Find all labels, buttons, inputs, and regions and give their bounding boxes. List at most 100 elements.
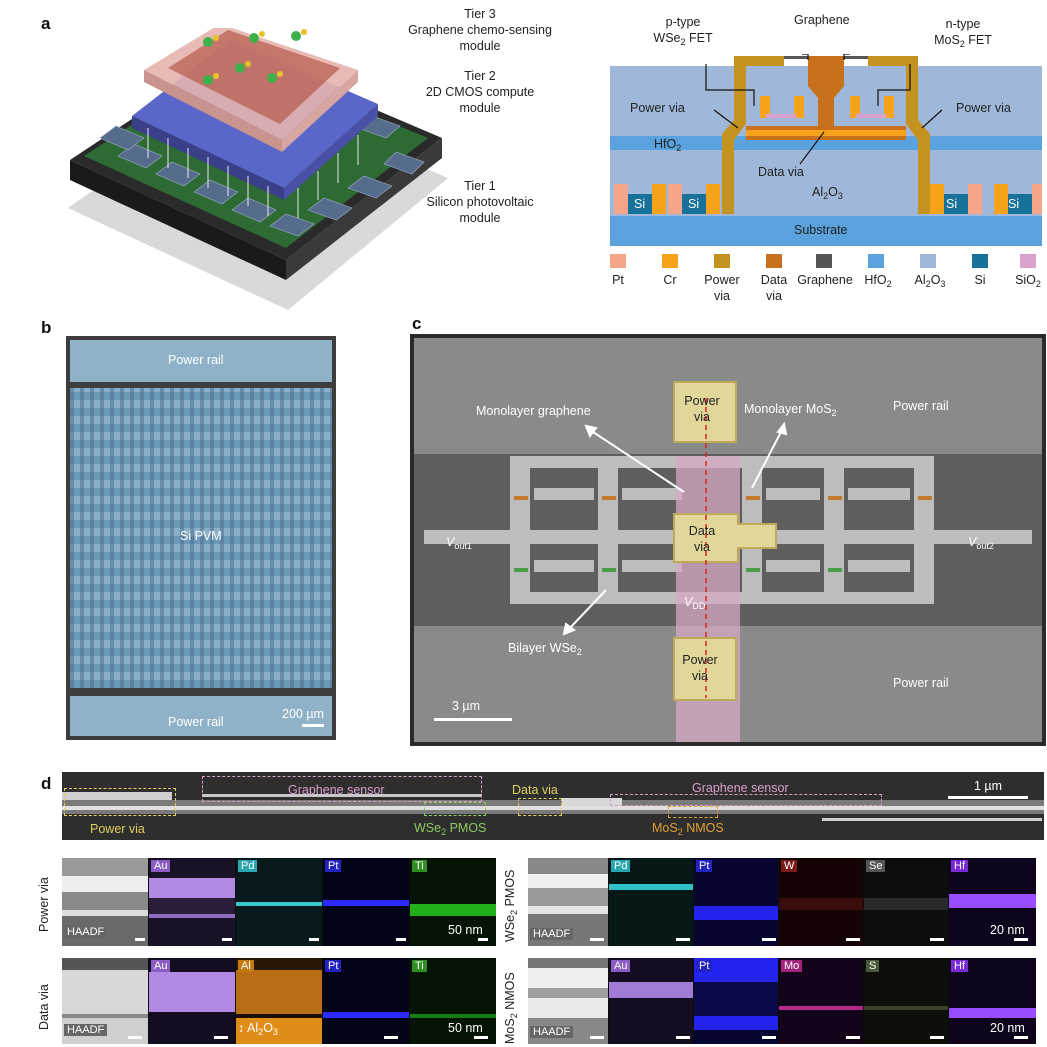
cross-section-stem [62,772,1044,840]
si-label-1: Si [634,197,646,211]
scale-label-f: 20 nm [990,923,1025,937]
data-via-label: Data via [758,165,804,179]
data-via-side-label: Data via [37,984,51,1030]
si-label-2: Si [688,197,700,211]
si-blocks [614,184,1042,214]
scale-bar-f-3 [762,938,776,941]
si-label-4: Si [1008,197,1020,211]
scale-bar-f-5 [930,938,944,941]
wse2-pmos-eds-maps: HAADF Pd Pt W Se Hf [528,858,1036,946]
scale-bar-h-2 [676,1036,690,1039]
monolayer-graphene-label: Monolayer graphene [476,404,591,418]
graphene-sensor-box-2 [610,794,882,806]
graphene-strip-right [844,56,868,59]
al2o3-annotation-g: ↕ Al2O3 [238,1021,278,1037]
wse2-pmos-side-label: WSe2 PMOS [503,869,519,942]
scale-bar-h-1 [590,1036,604,1039]
si-pvm-label: Si PVM [180,529,222,543]
panel-label-a: a [41,14,51,33]
scale-bar-b [302,724,324,727]
scale-label-g: 50 nm [448,1021,483,1035]
power-via-top-pad [673,381,737,443]
data-via-box [518,798,562,816]
hfo2-layer [610,136,1042,150]
scale-bar-d [948,796,1028,799]
substrate-layer [610,216,1042,246]
scale-bar-g-2 [214,1036,228,1039]
graphene-mesh [168,30,340,124]
scale-bar-e-3 [309,938,319,941]
scale-bar-h-3 [762,1036,776,1039]
wse2-pmos-box [424,802,486,816]
graphene-label: Graphene [794,13,850,27]
vdd-label: VDD [684,595,706,611]
scale-bar-f-4 [846,938,860,941]
power-via-label-left: Power via [630,101,685,115]
data-via-label-d: Data via [512,783,558,797]
graphene-sensor-2-label: Graphene sensor [692,781,789,795]
scale-bar-e-5 [478,938,488,941]
graphene-sensor-1-label: Graphene sensor [288,783,385,797]
scale-bar-f-1 [590,938,604,941]
scale-bar-g-3 [384,1036,398,1039]
mos2-nmos-eds-maps: HAADF Au Pt Mo S Hf [528,958,1036,1044]
scale-bar-h-5 [930,1036,944,1039]
ptype-wse2-label: p-type WSe2 FET [653,15,713,47]
scale-bar-g-1 [128,1036,142,1039]
bilayer-wse2-label: Bilayer WSe2 [508,641,582,657]
scale-bar-e-4 [396,938,406,941]
power-via-side-label: Power via [37,877,51,932]
scale-bar-f-6 [1014,938,1028,941]
power-rail-top-band [70,340,332,382]
data-via [808,56,844,126]
monolayer-mos2-label: Monolayer MoS2 [744,402,837,418]
scale-label-e: 50 nm [448,923,483,937]
scale-bar-h-6 [1014,1036,1028,1039]
scale-bar-e-2 [222,938,232,941]
scale-label-b: 200 µm [282,707,324,721]
power-rail-top-label-b: Power rail [168,353,224,367]
molecule-icons [203,29,307,85]
wse2-pmos-label: WSe2 PMOS [414,821,487,837]
power-via-bottom-pad [673,637,737,701]
cross-section-schematic [610,54,1042,246]
mos2-nmos-box [668,806,718,818]
power-via-box [64,788,176,816]
al2o3-label: Al2O3 [812,185,843,201]
scale-bar-h-4 [846,1036,860,1039]
si-pvm-micrograph [66,336,336,740]
power-rail-bottom-band [70,696,332,736]
panel-label-c: c [412,314,422,333]
scale-bar-g-4 [474,1036,488,1039]
si-label-3: Si [946,197,958,211]
power-via-label-right: Power via [956,101,1011,115]
mos2-nmos-side-label: MoS2 NMOS [503,972,519,1044]
graphene-sensor-box-1 [202,776,482,802]
vout1-label: Vout1 [446,535,472,551]
power-rail-bottom-label-b: Power rail [168,715,224,729]
ntype-mos2-label: n-type MoS2 FET [934,17,992,49]
substrate-label: Substrate [794,223,848,237]
sem-micrograph [410,334,1046,746]
power-rail-top-label-c: Power rail [893,399,949,413]
mos2-nmos-label: MoS2 NMOS [652,821,724,837]
chip-stack-illustration [68,28,448,310]
scale-bar-e-1 [135,938,145,941]
power-via-left [722,56,784,214]
data-via-pad [673,513,777,563]
data-via-eds-maps: HAADF Au Al Pt Ti [62,958,496,1044]
power-via-right [868,56,930,214]
power-via-eds-maps: HAADF Au Pd Pt Ti [62,858,496,946]
panel-label-b: b [41,318,52,337]
pvm-cell-array [70,388,332,688]
power-rail-bottom-label-c: Power rail [893,676,949,690]
scale-bar-c [434,718,512,721]
scale-label-d: 1 µm [974,779,1003,793]
